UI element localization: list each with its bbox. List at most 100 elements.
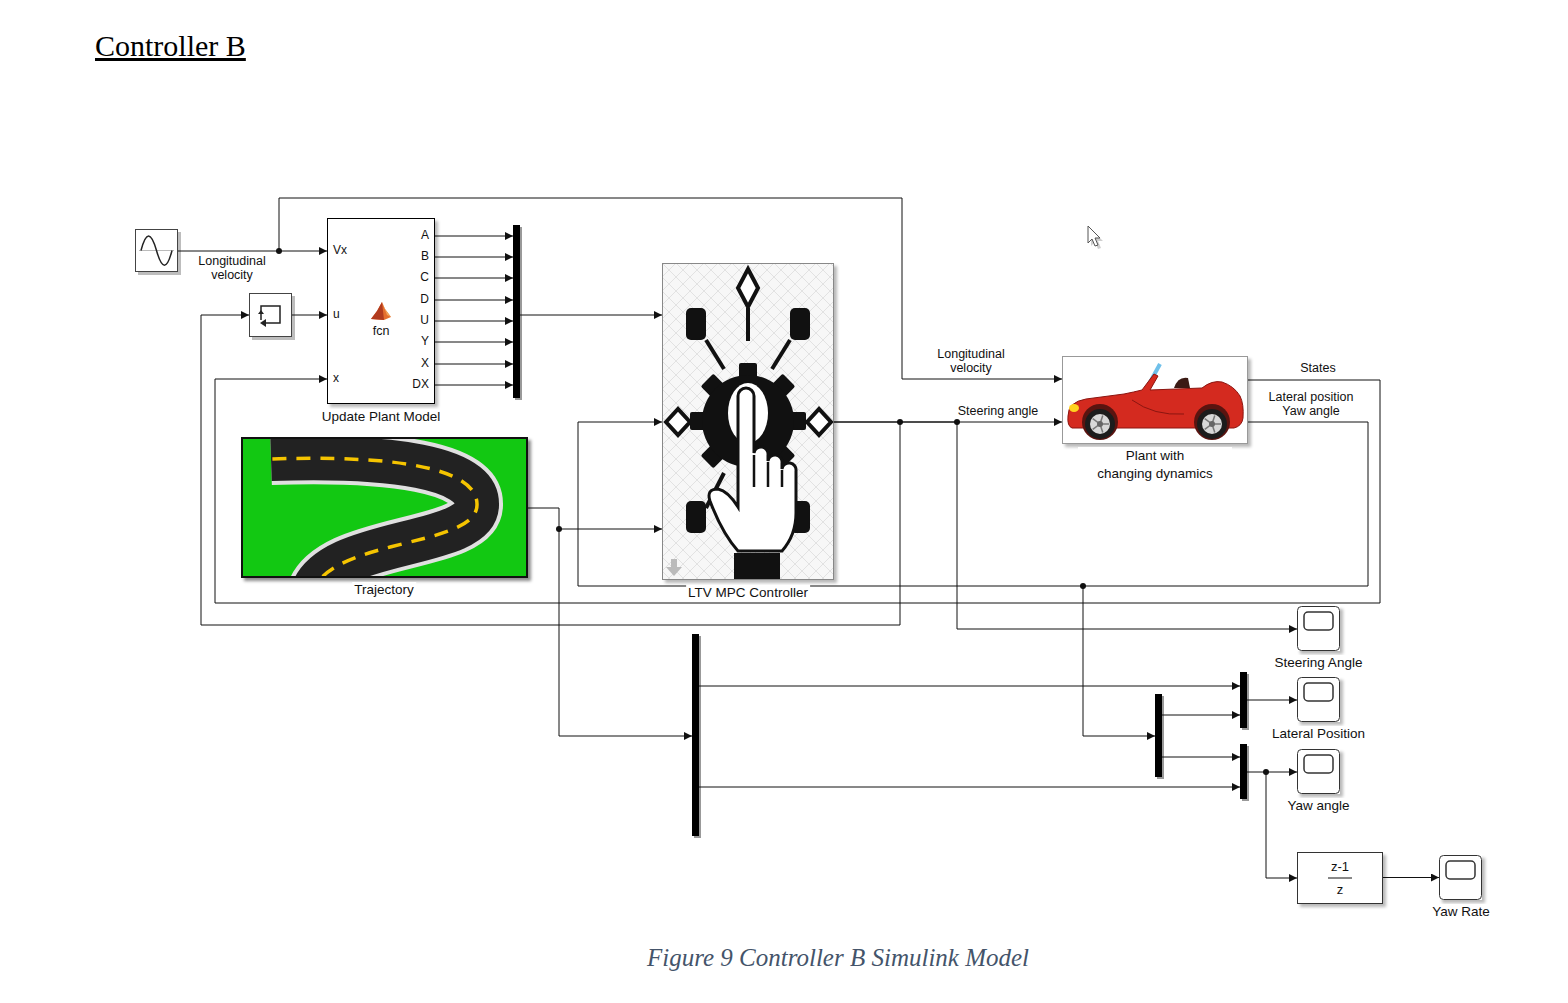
signal-wires [559,529,692,736]
matlab-function-block: VxuxfcnABCDUYXDXUpdate Plant Model [327,218,435,404]
block-frame [1298,678,1340,722]
signal-wires [1266,772,1297,878]
scope-block: Steering Angle [1297,606,1340,651]
port-name: B [421,250,429,264]
port-name: D [420,293,429,307]
icon-wrist [734,553,780,579]
block-frame [328,219,435,404]
block-label: Trajectory [352,582,416,597]
signal-wires [435,321,513,322]
port-name: Vx [333,244,347,258]
signal-label: Longitudinal velocity [929,347,1013,375]
junction-dots [276,248,282,254]
icon-node [790,308,810,340]
signal-wires [1162,715,1240,716]
mux-bars [513,225,520,398]
wheel-hub [1097,421,1103,427]
discrete-transfer-block: z-1z [1297,852,1383,904]
scope-screen [1304,612,1333,630]
scope-screen [1446,861,1475,879]
block-frame [1298,853,1383,904]
trajectory-block: Trajectory [241,437,528,578]
scope-graphic [1439,855,1482,900]
signal-wires [1162,757,1240,758]
block-frame [242,438,527,577]
signal-wires [520,315,662,316]
road-edge [271,458,477,578]
fraction-bar [1328,878,1352,879]
mask-arrow [666,559,682,576]
port-name: u [333,308,340,322]
signal-wires [1247,772,1297,773]
sine-source-block [136,230,182,276]
car-wheel [1197,409,1227,439]
block-label: Lateral Position [1270,726,1367,741]
mouse-cursor [1088,226,1103,249]
port-name: DX [412,378,429,392]
scope-block: Yaw Rate [1439,855,1482,900]
car-seat [1174,378,1190,388]
function-name: fcn [373,324,390,338]
wheel-arch [1194,404,1230,440]
mpc-graphic [662,263,834,580]
icon-link [772,340,790,369]
icon-node [686,501,706,533]
block-frame [1298,750,1340,794]
car-wheel [1085,409,1115,439]
icon-diamond [666,409,690,435]
wheel-hub [1209,421,1215,427]
matlab-logo [382,302,391,317]
mux-bars [1155,694,1162,777]
icon-hand [709,388,796,551]
block-label: LTV MPC Controller [686,585,810,600]
port-name: X [421,357,429,371]
mpc-controller-block: LTV MPC Controller [662,263,834,580]
signal-wires [435,236,513,237]
signal-wires [292,315,327,316]
mux-bars [1240,672,1247,728]
scope-screen [1304,683,1333,701]
signal-wires [435,364,513,365]
signal-wires [178,251,327,252]
signal-label: States [1298,361,1337,375]
scope-block: Yaw angle [1297,749,1340,794]
scope-screen [1304,755,1333,773]
signal-label: Lateral position Yaw angle [1262,390,1361,418]
signal-wires [435,278,513,279]
memory-block [260,319,266,327]
icon-link [706,340,724,369]
signal-label: Longitudinal velocity [190,254,274,282]
diagram-title: Controller B [95,28,246,64]
port-name: Y [421,335,429,349]
signal-wires [435,257,513,258]
road-surface [271,458,477,578]
icon-link [746,308,750,341]
memory-block [258,310,264,314]
car-door [1132,400,1184,414]
traj-graphic [241,437,528,578]
vehicle-plant-block: Plant with changing dynamics [1062,356,1248,444]
mux-bars [1240,744,1247,799]
block-label: Update Plant Model [320,409,443,424]
block-frame [1063,357,1248,444]
port-name: U [420,314,429,328]
block-label: Plant with changing dynamics [1078,447,1232,483]
scope-block: Lateral Position [1297,677,1340,722]
block-frame [663,264,834,580]
sine-source-block [141,236,172,265]
transfer-term: z [1337,883,1344,898]
icon-diamond [807,409,831,435]
signal-connector [1383,877,1439,878]
block-label: Yaw Rate [1430,904,1492,919]
block-label: Steering Angle [1273,655,1365,670]
block-frame [1298,607,1340,651]
memory-block [250,294,292,337]
signal-wires [1083,586,1155,736]
icon-node [686,308,706,340]
signal-wires [435,385,513,386]
block-frame [1440,856,1482,900]
matlab-logo [371,302,391,320]
signal-wires [699,787,1240,788]
road-centerline [271,458,477,578]
